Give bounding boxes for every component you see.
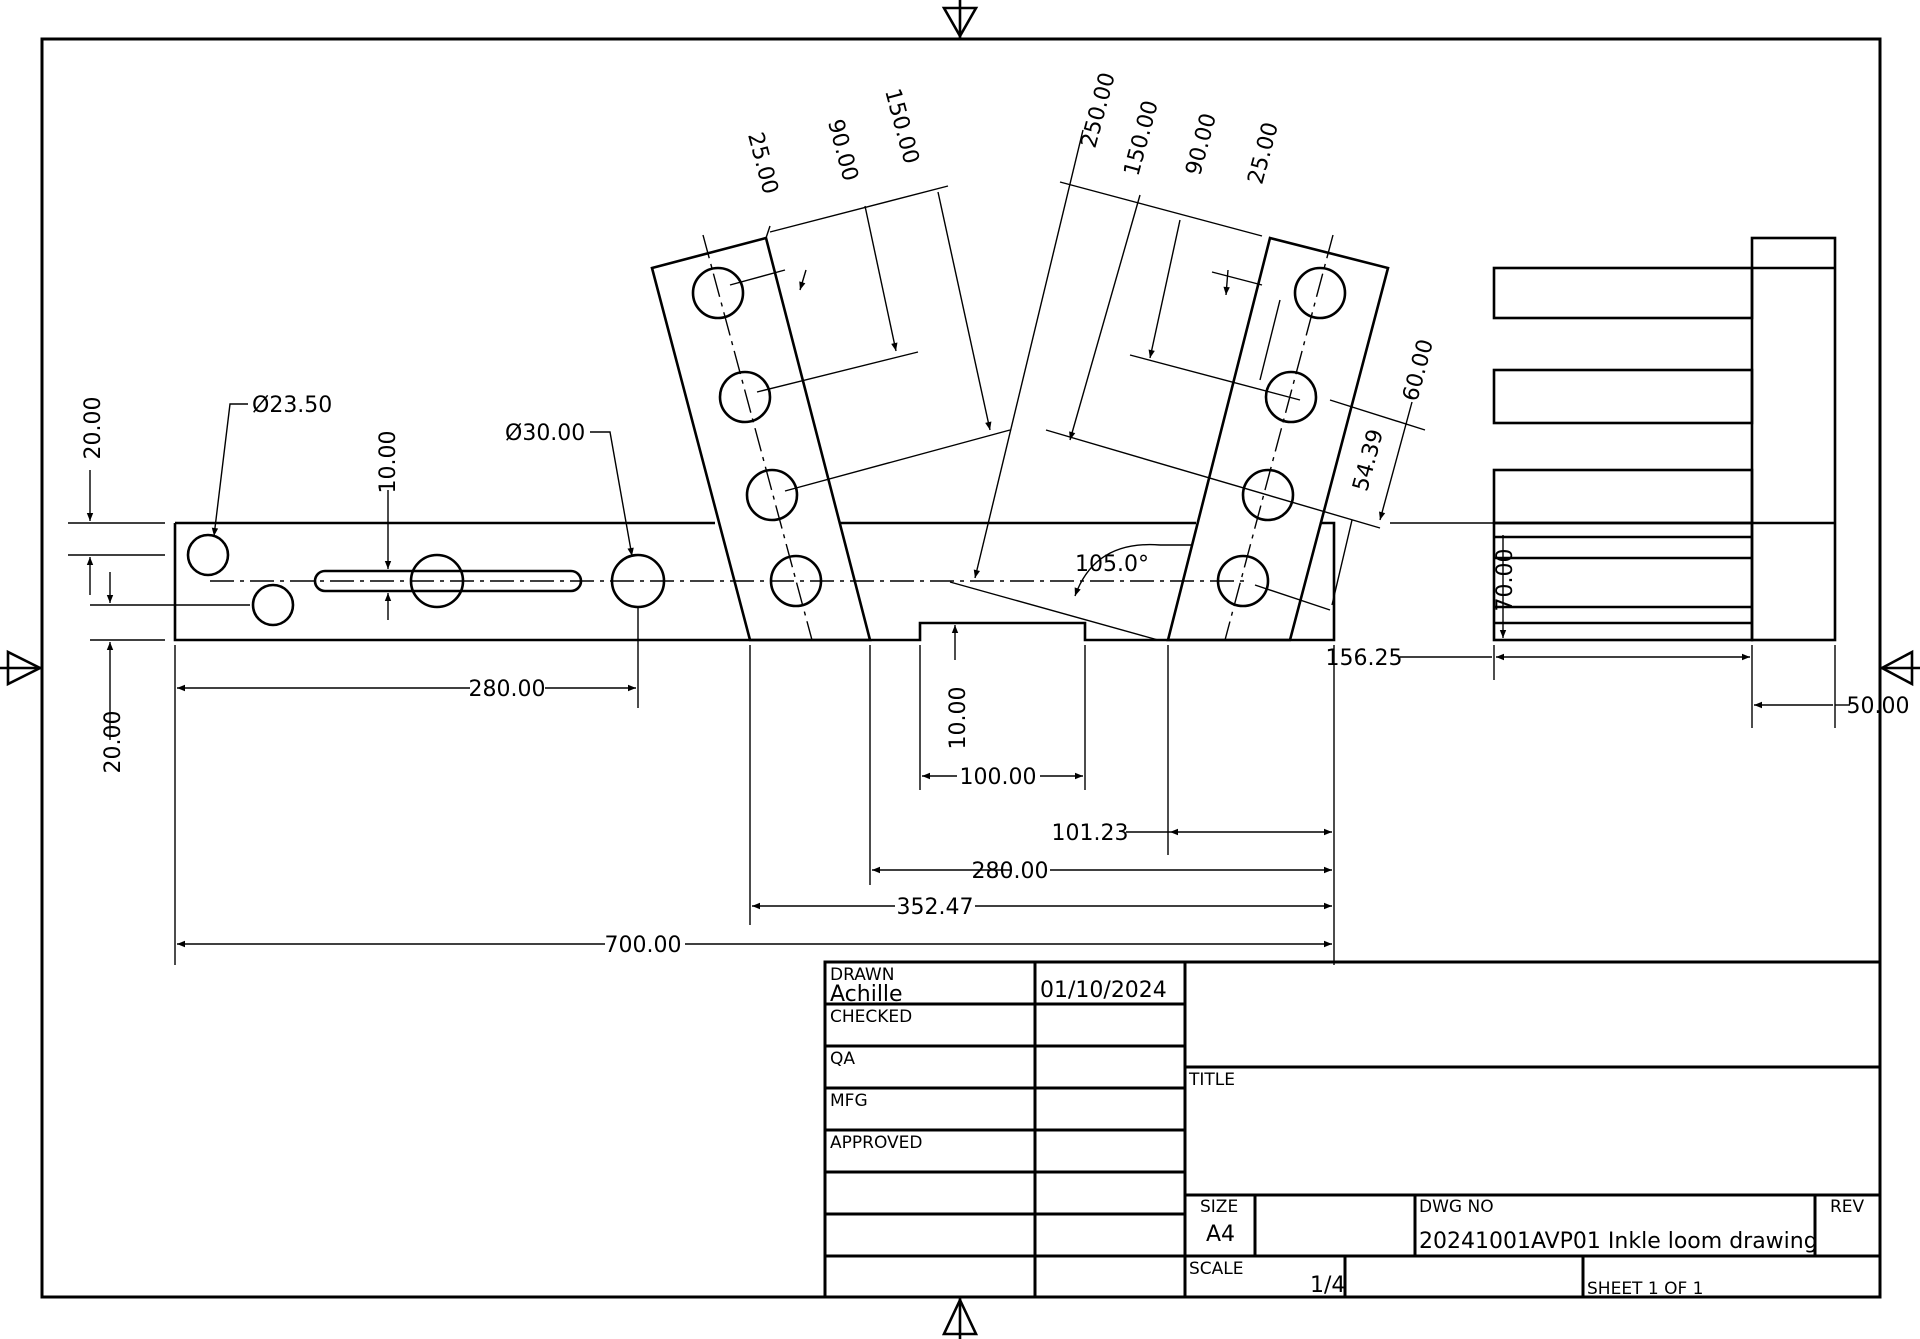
- dim-side-height: 70.00: [1493, 549, 1518, 612]
- dim-left-offset-bottom: 20.00: [101, 711, 126, 774]
- arm-hole: [1293, 266, 1347, 320]
- dim-side-post: 50.00: [1847, 694, 1910, 719]
- dim-arm-right-60: 60.00: [1398, 337, 1438, 404]
- mfg-label: MFG: [830, 1091, 868, 1111]
- centering-mark-right: [1879, 649, 1920, 687]
- size-value: A4: [1206, 1222, 1235, 1247]
- dim-arm-right-25: 25.00: [1243, 120, 1283, 187]
- scale-value: 1/4: [1310, 1273, 1345, 1298]
- arm-hole: [718, 370, 772, 424]
- base-hole-small: [186, 533, 230, 577]
- dim-side-width: 156.25: [1326, 646, 1403, 671]
- drawing-border: [40, 37, 1882, 1299]
- dim-dist-280: 280.00: [972, 859, 1049, 884]
- right-upright-arm: [1166, 234, 1390, 642]
- dim-notch-width: 100.00: [960, 765, 1037, 790]
- dim-notch-depth: 10.00: [946, 687, 971, 750]
- title-label: TITLE: [1188, 1070, 1235, 1090]
- drawn-name: Achille: [830, 982, 903, 1007]
- arm-hole: [745, 468, 799, 522]
- dim-arm-right-250: 250.00: [1077, 70, 1121, 151]
- dim-dist-101: 101.23: [1052, 821, 1129, 846]
- side-view: [1492, 236, 1837, 642]
- centering-mark-left: [0, 649, 43, 687]
- dim-arm-left-150: 150.00: [879, 86, 923, 167]
- dwg-no-label: DWG NO: [1419, 1197, 1494, 1217]
- qa-label: QA: [830, 1049, 855, 1069]
- drawn-date: 01/10/2024: [1040, 978, 1167, 1003]
- base-hole-small: [251, 583, 295, 627]
- checked-label: CHECKED: [830, 1007, 912, 1027]
- dim-overall-length: 700.00: [605, 933, 682, 958]
- dim-hole-dia-large: Ø30.00: [505, 421, 585, 446]
- dim-hole-dia-small: Ø23.50: [252, 393, 332, 418]
- dimension-geometry: [68, 129, 1850, 965]
- dim-arm-left-90: 90.00: [822, 117, 862, 184]
- dim-dist-352: 352.47: [897, 895, 974, 920]
- arm-hole: [691, 266, 745, 320]
- dim-left-offset-top: 20.00: [81, 397, 106, 460]
- dim-arm-right-54: 54.39: [1348, 427, 1388, 494]
- dwg-no-value: 20241001AVP01 Inkle loom drawing: [1419, 1229, 1818, 1254]
- dim-hole-spacing: 280.00: [469, 677, 546, 702]
- centering-mark-top: [941, 0, 979, 39]
- rev-label: REV: [1830, 1197, 1865, 1217]
- dim-arm-left-25: 25.00: [742, 130, 782, 197]
- scale-label: SCALE: [1189, 1259, 1244, 1279]
- arm-hole: [1264, 370, 1318, 424]
- drawn-label: DRAWN: [830, 965, 894, 985]
- dim-arm-right-90: 90.00: [1181, 111, 1221, 178]
- title-block: [823, 960, 1882, 1299]
- left-upright-arm: [650, 234, 872, 642]
- dim-angle: 105.0°: [1075, 552, 1149, 577]
- dim-arm-right-150: 150.00: [1120, 98, 1164, 179]
- sheet-label: SHEET 1 OF 1: [1587, 1279, 1703, 1299]
- dim-slot-width: 10.00: [376, 431, 401, 494]
- base-plate: [173, 521, 1336, 642]
- arm-hole: [1241, 468, 1295, 522]
- approved-label: APPROVED: [830, 1133, 923, 1153]
- size-label: SIZE: [1200, 1197, 1238, 1217]
- centering-mark-bottom: [941, 1296, 979, 1339]
